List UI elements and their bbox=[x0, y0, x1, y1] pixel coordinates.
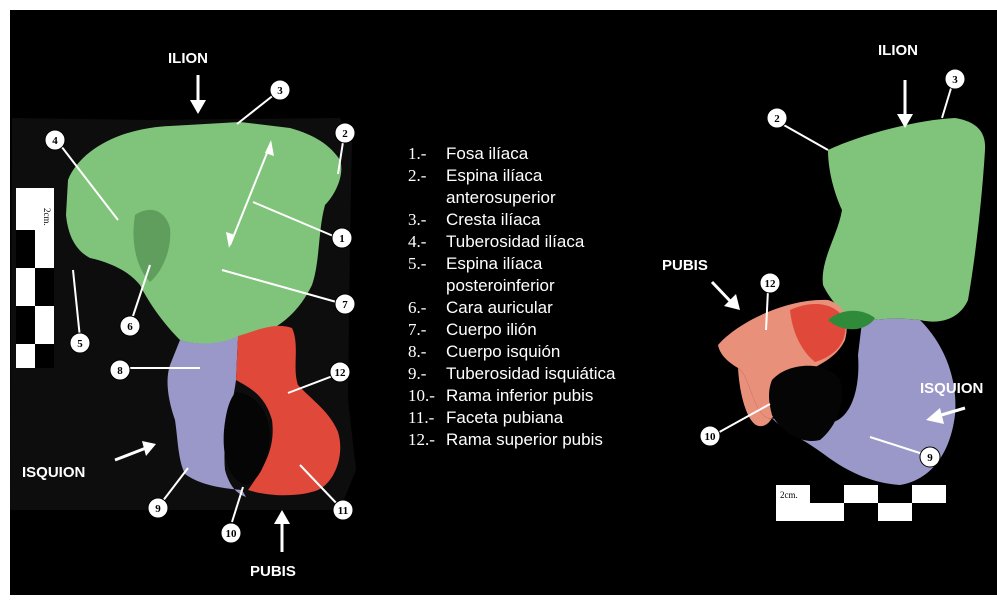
left-marker-2-text: 2 bbox=[342, 128, 348, 140]
legend-text-2: anterosuperior bbox=[446, 188, 556, 207]
right-isquion-label: ISQUION bbox=[920, 380, 983, 397]
right-marker-3-text: 3 bbox=[952, 74, 958, 86]
left-marker-12-text: 12 bbox=[335, 367, 347, 379]
right-scale-text: 2cm. bbox=[780, 490, 798, 500]
left-marker-9-text: 9 bbox=[155, 503, 161, 515]
legend-num-11: 10.- bbox=[408, 386, 435, 405]
legend-text-1: Espina ilíaca bbox=[446, 166, 543, 185]
legend-text-8: Cuerpo ilión bbox=[446, 320, 537, 339]
legend-num-13: 12.- bbox=[408, 430, 435, 449]
legend-text-12: Faceta pubiana bbox=[446, 408, 564, 427]
left-pubis-label: PUBIS bbox=[250, 563, 296, 580]
left-marker-11-text: 11 bbox=[338, 505, 348, 517]
legend: 1.- Fosa ilíaca 2.- Espina ilíaca antero… bbox=[408, 144, 616, 449]
right-pubis-label: PUBIS bbox=[662, 257, 708, 274]
left-marker-4-text: 4 bbox=[52, 135, 58, 147]
legend-text-13: Rama superior pubis bbox=[446, 430, 603, 449]
left-marker-6-text: 6 bbox=[127, 321, 133, 333]
legend-text-11: Rama inferior pubis bbox=[446, 386, 593, 405]
legend-text-10: Tuberosidad isquiática bbox=[446, 364, 616, 383]
right-bone bbox=[718, 118, 985, 485]
legend-num-12: 11.- bbox=[408, 408, 435, 427]
right-marker-9-text: 9 bbox=[927, 452, 933, 464]
legend-text-6: posteroinferior bbox=[446, 276, 555, 295]
left-bone bbox=[10, 118, 356, 510]
legend-num-1: 2.- bbox=[408, 166, 427, 185]
legend-text-9: Cuerpo isquión bbox=[446, 342, 560, 361]
legend-num-0: 1.- bbox=[408, 144, 427, 163]
legend-text-0: Fosa ilíaca bbox=[446, 144, 529, 163]
left-marker-3-text: 3 bbox=[277, 85, 283, 97]
legend-num-10: 9.- bbox=[408, 364, 427, 383]
right-ilion-label: ILION bbox=[878, 42, 918, 59]
left-isquion-label: ISQUION bbox=[22, 464, 85, 481]
legend-num-5: 5.- bbox=[408, 254, 427, 273]
legend-num-4: 4.- bbox=[408, 232, 427, 251]
left-marker-7-text: 7 bbox=[342, 299, 348, 311]
left-scale-text: 2cm. bbox=[42, 208, 52, 226]
legend-text-7: Cara auricular bbox=[446, 298, 553, 317]
left-marker-10-text: 10 bbox=[226, 528, 238, 540]
legend-num-9: 8.- bbox=[408, 342, 427, 361]
legend-text-3: Cresta ilíaca bbox=[446, 210, 541, 229]
right-scale-bar: 2cm. bbox=[776, 485, 946, 521]
legend-num-3: 3.- bbox=[408, 210, 427, 229]
right-marker-2-text: 2 bbox=[774, 113, 780, 125]
legend-num-8: 7.- bbox=[408, 320, 427, 339]
left-scale-bar: 2cm. bbox=[16, 188, 54, 368]
legend-num-7: 6.- bbox=[408, 298, 427, 317]
legend-text-4: Tuberosidad ilíaca bbox=[446, 232, 585, 251]
left-marker-8-text: 8 bbox=[117, 365, 123, 377]
left-marker-5-text: 5 bbox=[77, 338, 83, 350]
left-marker-1-text: 1 bbox=[339, 233, 345, 245]
left-ilion-label: ILION bbox=[168, 50, 208, 67]
right-ilion-region bbox=[823, 118, 985, 322]
legend-text-5: Espina ilíaca bbox=[446, 254, 543, 273]
right-marker-12-text: 12 bbox=[765, 278, 777, 290]
right-marker-10-text: 10 bbox=[705, 431, 717, 443]
